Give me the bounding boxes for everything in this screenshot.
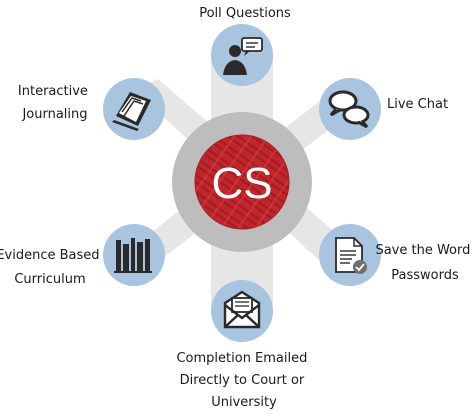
label-interactive-journaling: Interactive Journaling: [18, 84, 92, 122]
journal-pages-icon: [112, 92, 151, 131]
hub-text: CS: [211, 159, 272, 208]
node-evidence-based-curriculum[interactable]: [103, 224, 165, 286]
hub: CS: [172, 112, 312, 252]
envelope-icon: [223, 290, 261, 329]
books-icon: [114, 238, 152, 273]
label-completion-emailed: Completion Emailed Directly to Court or …: [176, 351, 311, 410]
label-live-chat: Live Chat: [387, 97, 448, 112]
person-speech-bubble-icon: [223, 37, 263, 75]
chat-bubbles-icon: [328, 90, 370, 129]
label-save-the-word-passwords: Save the Word Passwords: [375, 243, 474, 283]
label-evidence-based-curriculum: Evidence Based Curriculum: [0, 248, 104, 287]
node-poll-questions[interactable]: [211, 24, 273, 86]
node-completion-emailed[interactable]: [211, 280, 273, 342]
label-poll-questions: Poll Questions: [199, 6, 291, 21]
node-live-chat[interactable]: [319, 78, 381, 140]
node-save-the-word-passwords[interactable]: [319, 224, 381, 286]
node-interactive-journaling[interactable]: [103, 78, 165, 140]
hub-core: [195, 135, 289, 229]
document-check-icon: [335, 237, 367, 274]
